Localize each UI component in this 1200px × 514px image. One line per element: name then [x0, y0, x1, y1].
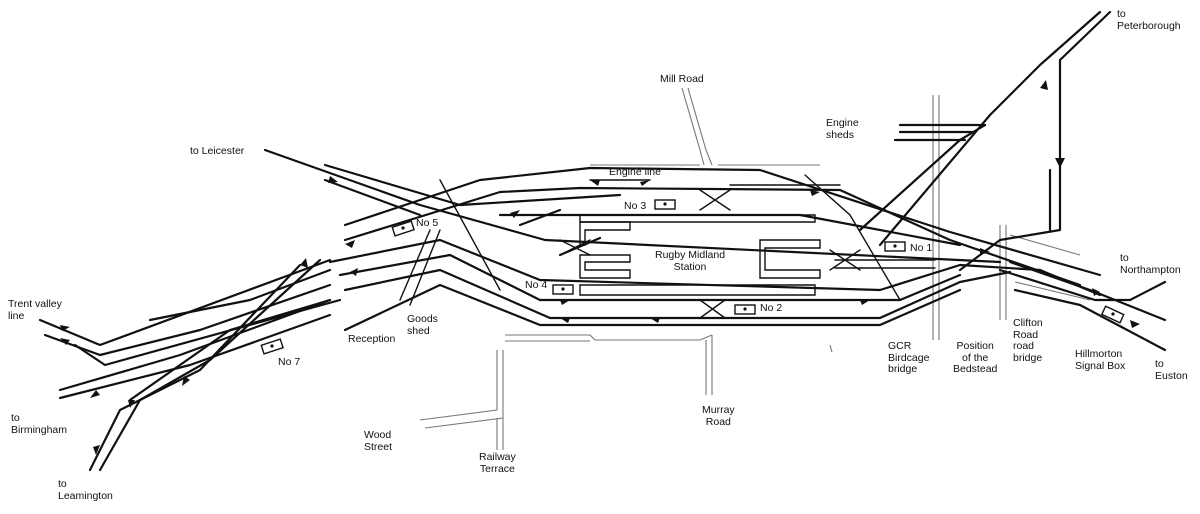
label-engine-sheds: Engine sheds: [826, 117, 859, 141]
label-signal-box-no1: No 1: [910, 242, 933, 254]
roads: [419, 87, 1091, 450]
crossovers: [399, 174, 901, 319]
label-trent-valley-line: Trent valley line: [8, 298, 62, 322]
label-signal-box-no5: No 5: [416, 217, 439, 229]
platforms: [579, 214, 936, 296]
label-signal-box-no4: No 4: [525, 279, 548, 291]
label-gcr-birdcage-bridge: GCR Birdcage bridge: [888, 340, 930, 375]
label-signal-box-no7: No 7: [278, 356, 301, 368]
label-to-northampton: to Northampton: [1120, 252, 1181, 276]
label-wood-street: Wood Street: [364, 429, 393, 453]
signal-boxes: [260, 199, 1125, 355]
label-reception: Reception: [348, 333, 396, 345]
label-to-leicester: to Leicester: [190, 145, 245, 157]
label-to-peterborough: to Peterborough: [1117, 8, 1181, 32]
label-goods-shed: Goods shed: [407, 313, 438, 337]
label-rugby-midland-station: Rugby Midland Station: [655, 249, 726, 273]
label-murray-road: Murray Road: [702, 404, 735, 428]
label-mill-road: Mill Road: [660, 73, 704, 85]
label-to-birmingham: to Birmingham: [11, 412, 68, 436]
label-railway-terrace: Railway Terrace: [479, 451, 516, 475]
tracks: [38, 10, 1167, 472]
label-clifton-road-bridge: Clifton Road road bridge: [1013, 317, 1043, 364]
label-signal-box-no3: No 3: [624, 200, 647, 212]
label-to-euston: to Euston: [1155, 358, 1188, 382]
label-signal-box-no2: No 2: [760, 302, 783, 314]
label-engine-line: Engine line: [609, 166, 661, 178]
label-to-leamington: to Leamington: [58, 478, 113, 502]
label-hillmorton-signal-box: Hillmorton Signal Box: [1075, 348, 1126, 372]
label-position-of-bedstead: Position of the Bedstead: [953, 340, 998, 375]
direction-arrows: [60, 80, 1140, 455]
